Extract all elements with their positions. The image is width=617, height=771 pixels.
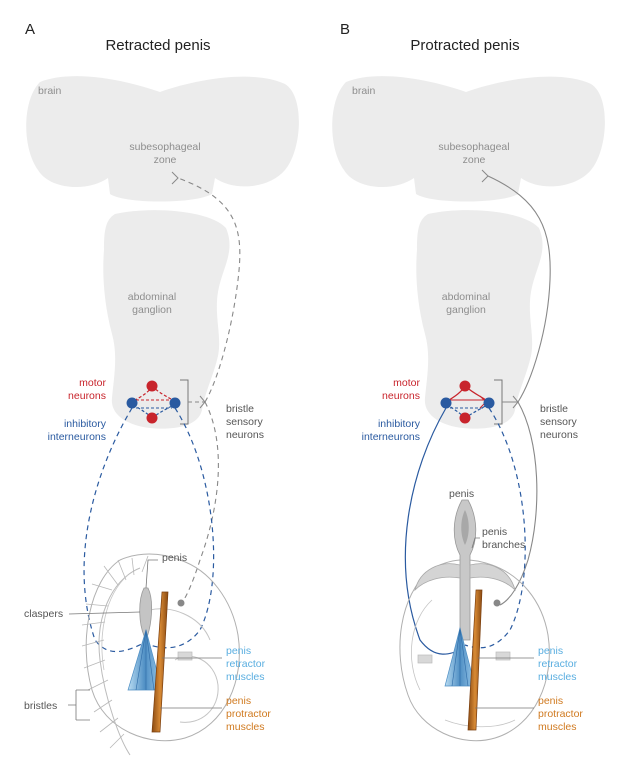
interneuron-right — [169, 397, 181, 409]
retractor-label-1: penis — [226, 645, 251, 657]
inhibitory-label-1-b: inhibitory — [378, 418, 421, 430]
penis-label: penis — [162, 552, 187, 564]
panel-a-letter: A — [25, 21, 35, 38]
protractor-label-3: muscles — [226, 721, 265, 733]
zone-label-b: zone — [463, 154, 486, 166]
panel-b-letter: B — [340, 21, 350, 38]
motor-neuron-top-b — [459, 380, 471, 392]
brain-label-b: brain — [352, 85, 376, 97]
interneuron-left — [126, 397, 138, 409]
motor-axon-left — [83, 407, 151, 653]
protractor-label-2: protractor — [226, 708, 271, 720]
motor-label-1-b: motor — [393, 377, 420, 389]
bristle-label-2-b: sensory — [540, 416, 578, 428]
bristle-label-1-b: bristle — [540, 403, 568, 415]
brain-shape — [26, 76, 299, 202]
genitalia-a — [81, 553, 240, 756]
bristles-label: bristles — [24, 700, 57, 712]
inhibitory-label-2-b: interneurons — [362, 431, 420, 443]
inhibitory-label-2: interneurons — [48, 431, 106, 443]
retractor-label-2-b: retractor — [538, 658, 578, 670]
interneuron-right-b — [483, 397, 495, 409]
protractor-label-1-b: penis — [538, 695, 563, 707]
abdominal-label: abdominal — [128, 291, 176, 303]
motor-label-2: neurons — [68, 390, 106, 402]
motor-neuron-top — [146, 380, 158, 392]
branch-label-1: penis — [482, 526, 507, 538]
motor-axon-right — [149, 407, 215, 649]
sensory-axon-to-sez-b — [487, 175, 551, 403]
genitalia-b — [399, 499, 550, 742]
protractor-label-1: penis — [226, 695, 251, 707]
motor-neuron-bottom — [146, 412, 158, 424]
inhibitory-label-1: inhibitory — [64, 418, 107, 430]
abdominal-label-b: abdominal — [442, 291, 490, 303]
brain-label: brain — [38, 85, 62, 97]
sensory-axon-from-bristle-b — [499, 401, 538, 606]
bristle-label-3-b: neurons — [540, 429, 578, 441]
zone-label: zone — [154, 154, 177, 166]
motor-axon-left-b — [404, 407, 466, 655]
claspers-label: claspers — [24, 608, 63, 620]
retractor-label-3-b: muscles — [538, 671, 577, 683]
ganglion-label: ganglion — [132, 304, 172, 316]
brain-shape-b — [332, 76, 605, 202]
bristle-label-1: bristle — [226, 403, 254, 415]
sensory-axon-from-bristle — [179, 401, 219, 606]
panel-a-title: Retracted penis — [105, 37, 210, 54]
motor-label-1: motor — [79, 377, 106, 389]
local-circuit — [126, 380, 181, 424]
sensory-axon-to-sez — [177, 177, 241, 403]
abdominal-ganglion-shape-b — [416, 210, 543, 429]
panel-b-title: Protracted penis — [410, 37, 519, 54]
abdominal-ganglion-shape — [103, 210, 230, 429]
ganglion-label-b: ganglion — [446, 304, 486, 316]
penis-label-b: penis — [449, 488, 474, 500]
retractor-label-2: retractor — [226, 658, 266, 670]
subesophageal-label: subesophageal — [129, 141, 200, 153]
local-circuit-b — [440, 380, 495, 424]
retractor-label-1-b: penis — [538, 645, 563, 657]
branch-label-2: branches — [482, 539, 525, 551]
protractor-label-2-b: protractor — [538, 708, 583, 720]
bristle-label-3: neurons — [226, 429, 264, 441]
subesophageal-label-b: subesophageal — [438, 141, 509, 153]
motor-axon-right-b — [464, 407, 526, 649]
motor-label-2-b: neurons — [382, 390, 420, 402]
interneuron-left-b — [440, 397, 452, 409]
panel-a: A Retracted penis brain subesophageal zo… — [24, 21, 299, 756]
retractor-label-3: muscles — [226, 671, 265, 683]
protractor-label-3-b: muscles — [538, 721, 577, 733]
panel-b: B Protracted penis brain subesophageal z… — [332, 21, 605, 742]
bristle-label-2: sensory — [226, 416, 264, 428]
motor-neuron-bottom-b — [459, 412, 471, 424]
